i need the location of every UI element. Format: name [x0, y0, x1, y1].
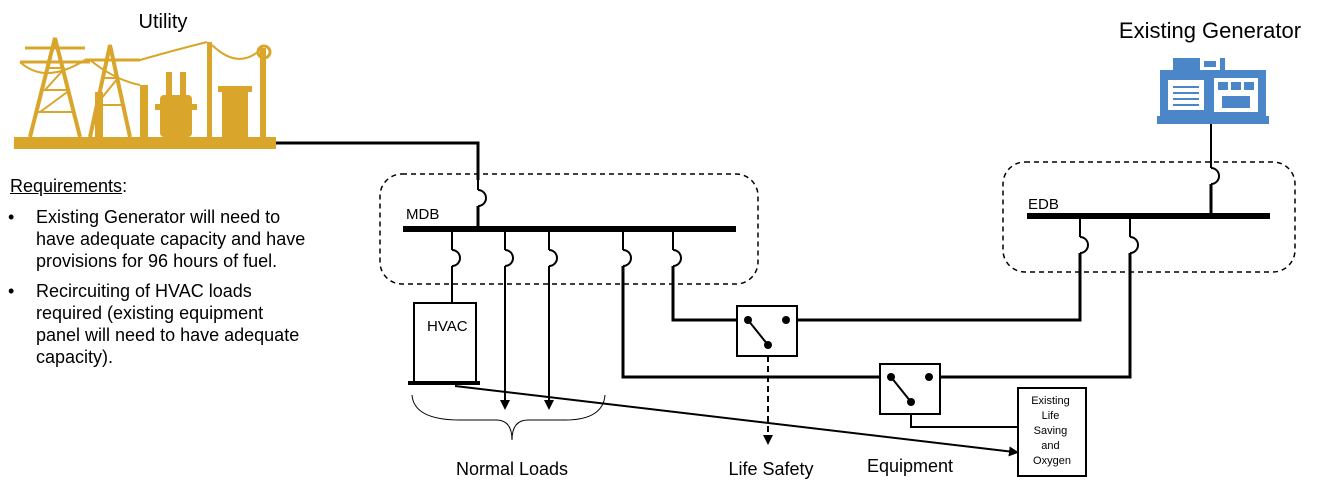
- life-safety-emergency-feeder: [797, 253, 1082, 322]
- requirements-title-suffix: :: [122, 176, 128, 196]
- mdb-enclosure: [379, 173, 759, 285]
- requirements-list: Existing Generator will need to have ade…: [8, 206, 308, 376]
- life-saving-line-3: Saving: [1034, 425, 1068, 437]
- life-saving-line-4: and: [1041, 440, 1059, 452]
- requirement-item-1: Existing Generator will need to have ade…: [8, 206, 308, 272]
- equipment-normal-feeder: [621, 266, 880, 379]
- equipment-emergency-feeder: [940, 253, 1132, 379]
- hvac-recircuit-arrow: [454, 385, 1019, 457]
- equipment-label: Equipment: [867, 456, 953, 476]
- requirements-heading: Requirements:: [10, 176, 127, 197]
- edb-label: EDB: [1028, 196, 1059, 213]
- mdb-main-breaker: [476, 180, 487, 228]
- life-saving-oxygen-box: [1017, 387, 1087, 477]
- normal-loads-brace: [411, 394, 606, 441]
- existing-generator-label: Existing Generator: [1119, 18, 1301, 43]
- utility-substation-icon: [14, 37, 276, 149]
- edb-branch-breakers: [1079, 216, 1139, 254]
- requirements-title: Requirements: [10, 176, 123, 196]
- life-safety-label: Life Safety: [728, 459, 813, 479]
- life-saving-line-1: Existing: [1031, 395, 1070, 407]
- hvac-label: HVAC: [427, 318, 468, 335]
- mdb-label: MDB: [406, 206, 439, 223]
- life-saving-line-2: Life: [1042, 410, 1060, 422]
- equipment-to-life-saving: [910, 414, 1018, 428]
- life-saving-box-label: Existing Life Saving and Oxygen: [1031, 395, 1073, 467]
- edb-enclosure: [1002, 161, 1296, 273]
- mdb-branch-breakers: [451, 229, 682, 267]
- life-saving-line-5: Oxygen: [1033, 455, 1071, 467]
- utility-feeder: [276, 141, 480, 180]
- equipment-ats: [879, 363, 941, 415]
- life-safety-normal-feeder: [671, 266, 737, 322]
- edb-main-breaker: [1209, 124, 1220, 215]
- normal-loads-label: Normal Loads: [456, 459, 568, 479]
- hvac-box: [413, 302, 477, 384]
- utility-label: Utility: [139, 11, 188, 33]
- generator-icon: [1157, 58, 1269, 124]
- requirement-item-2: Recircuiting of HVAC loads required (exi…: [8, 280, 308, 368]
